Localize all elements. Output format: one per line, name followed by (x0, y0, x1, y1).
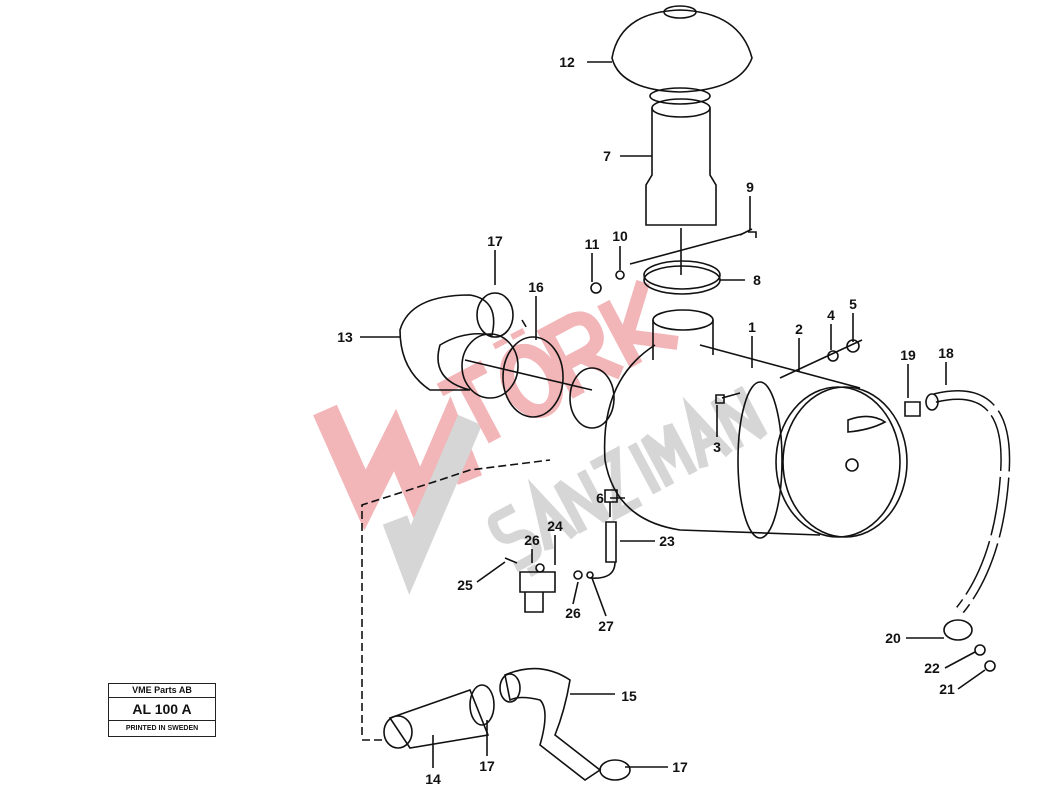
callout-22: 22 (924, 660, 940, 676)
hose-18 (933, 390, 1011, 614)
callout-20: 20 (885, 630, 901, 646)
callout-1: 1 (748, 319, 756, 335)
callout-27: 27 (598, 618, 614, 634)
callout-23: 23 (659, 533, 675, 549)
hose-15 (504, 667, 602, 781)
callout-17: 17 (479, 758, 495, 774)
title-block-code: AL 100 A (109, 698, 215, 721)
watermark-logo (313, 279, 768, 595)
callout-3: 3 (713, 439, 721, 455)
title-block-printed: PRINTED IN SWEDEN (125, 725, 199, 732)
callout-18: 18 (938, 345, 954, 361)
callout-6: 6 (596, 490, 604, 506)
callout-12: 12 (559, 54, 575, 70)
hose-14 (388, 688, 490, 749)
rain-cap (611, 9, 753, 93)
callout-2: 2 (795, 321, 803, 337)
switch-24 (519, 571, 556, 613)
callout-8: 8 (753, 272, 761, 288)
callout-25: 25 (457, 577, 473, 593)
pipe-7 (645, 108, 717, 226)
callout-15: 15 (621, 688, 637, 704)
callout-11: 11 (584, 236, 600, 252)
callout-4: 4 (827, 307, 835, 323)
callout-21: 21 (939, 681, 955, 697)
callout-10: 10 (612, 228, 628, 244)
clamp-8 (643, 260, 721, 290)
hose-13 (399, 294, 495, 391)
callout-16: 16 (528, 279, 544, 295)
callout-14: 14 (425, 771, 441, 787)
callout-13: 13 (337, 329, 353, 345)
callout-24: 24 (547, 518, 563, 534)
callout-9: 9 (746, 179, 754, 195)
callout-5: 5 (849, 296, 857, 312)
air-cleaner-housing (603, 344, 821, 536)
callout-19: 19 (900, 347, 916, 363)
title-block-company: VME Parts AB (109, 684, 215, 698)
callout-17: 17 (487, 233, 503, 249)
title-block: VME Parts AB AL 100 A PRINTED IN SWEDEN (108, 683, 216, 737)
callout-26: 26 (524, 532, 540, 548)
callout-26: 26 (565, 605, 581, 621)
callout-17: 17 (672, 759, 688, 775)
callout-7: 7 (603, 148, 611, 164)
